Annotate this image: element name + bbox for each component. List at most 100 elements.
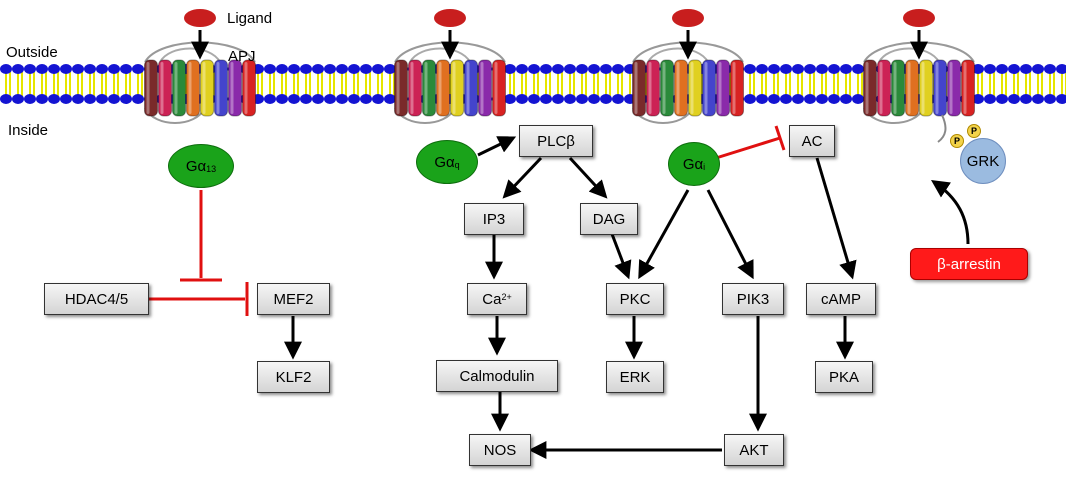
helix-highlight [410, 62, 414, 114]
helix [158, 59, 172, 117]
helix [674, 59, 688, 117]
apj-receptor [863, 41, 975, 124]
lipid-head [372, 94, 384, 104]
lipid-head [528, 94, 540, 104]
lipid-head [744, 94, 756, 104]
lipid-head [312, 94, 324, 104]
mef2-box: MEF2 [257, 283, 330, 315]
akt-box: AKT [724, 434, 784, 466]
lipid-head [1056, 64, 1066, 74]
lipid-head [36, 94, 48, 104]
lipid-head [72, 94, 84, 104]
helix-highlight [452, 62, 456, 114]
lipid-head [552, 94, 564, 104]
lipid-head [792, 64, 804, 74]
dag-box: DAG [580, 203, 638, 235]
ca-label: Ca [482, 290, 502, 308]
lipid-head [996, 94, 1008, 104]
lipid-head [576, 64, 588, 74]
lipid-head [588, 64, 600, 74]
pkc-box: PKC [606, 283, 664, 315]
helix [730, 59, 744, 117]
lipid-head [360, 64, 372, 74]
lipid-head [0, 64, 12, 74]
helix-highlight [188, 62, 192, 114]
lipid-head [972, 64, 984, 74]
lipid-head [1044, 94, 1056, 104]
helix [394, 59, 408, 117]
helix-highlight [935, 62, 939, 114]
lipid-head [792, 94, 804, 104]
lipid-head [600, 94, 612, 104]
lipid-head [264, 64, 276, 74]
lipid-head [756, 64, 768, 74]
helix-highlight [146, 62, 150, 114]
g-alpha-q-base: Gα [434, 153, 455, 171]
lipid-head [852, 64, 864, 74]
lipid-head [1056, 94, 1066, 104]
g-alpha-q-sub: q [454, 160, 460, 170]
lipid-head [552, 64, 564, 74]
helix-highlight [396, 62, 400, 114]
lipid-head [780, 64, 792, 74]
lipid-head [84, 64, 96, 74]
lipid-head [1020, 94, 1032, 104]
helix [702, 59, 716, 117]
lipid-head [336, 94, 348, 104]
apj-receptor [394, 41, 506, 124]
helix [716, 59, 730, 117]
lipid-head [816, 64, 828, 74]
lipid-head [828, 64, 840, 74]
helix [464, 59, 478, 117]
lipid-head [0, 94, 12, 104]
lipid-head [804, 94, 816, 104]
helix [186, 59, 200, 117]
helix-highlight [949, 62, 953, 114]
phospho-2: P [967, 124, 981, 138]
helix [863, 59, 877, 117]
apj-receptor [632, 41, 744, 124]
lipid-head [504, 64, 516, 74]
lipid-head [48, 94, 60, 104]
lipid-head [984, 64, 996, 74]
connectors [149, 30, 970, 459]
ca-sup: 2+ [501, 292, 512, 302]
lipid-head [984, 94, 996, 104]
lipid-head [504, 94, 516, 104]
helix-highlight [216, 62, 220, 114]
gq-to-plcb [477, 136, 517, 157]
ligand-ellipse [903, 9, 935, 27]
lipid-head [1032, 64, 1044, 74]
receptor-loop [878, 47, 940, 63]
lipid-head [360, 94, 372, 104]
ligand-label: Ligand [227, 10, 273, 27]
lipid-head [744, 64, 756, 74]
g-alpha-i-base: Gα [682, 155, 704, 173]
helix-highlight [690, 62, 694, 114]
ac-to-camp [815, 157, 857, 280]
helix-highlight [893, 62, 897, 114]
helix-highlight [907, 62, 911, 114]
lipid-head [264, 94, 276, 104]
gi-inhibit-ac-line [715, 136, 781, 160]
helix [947, 59, 961, 117]
lipid-head [780, 94, 792, 104]
helix-highlight [466, 62, 470, 114]
camp-box: cAMP [806, 283, 876, 315]
lipid-head [540, 94, 552, 104]
receptor-label: APJ [228, 48, 256, 65]
lipid-head [96, 94, 108, 104]
lipid-head [768, 64, 780, 74]
arrestin-arrow [931, 180, 970, 245]
lipid-head [60, 64, 72, 74]
helix-highlight [174, 62, 178, 114]
hdac-box: HDAC4/5 [44, 283, 149, 315]
c-tail [937, 114, 947, 143]
helix-highlight [963, 62, 967, 114]
lipid-head [612, 64, 624, 74]
helix-highlight [718, 62, 722, 114]
lipid-head [108, 94, 120, 104]
lipid-head [132, 94, 144, 104]
